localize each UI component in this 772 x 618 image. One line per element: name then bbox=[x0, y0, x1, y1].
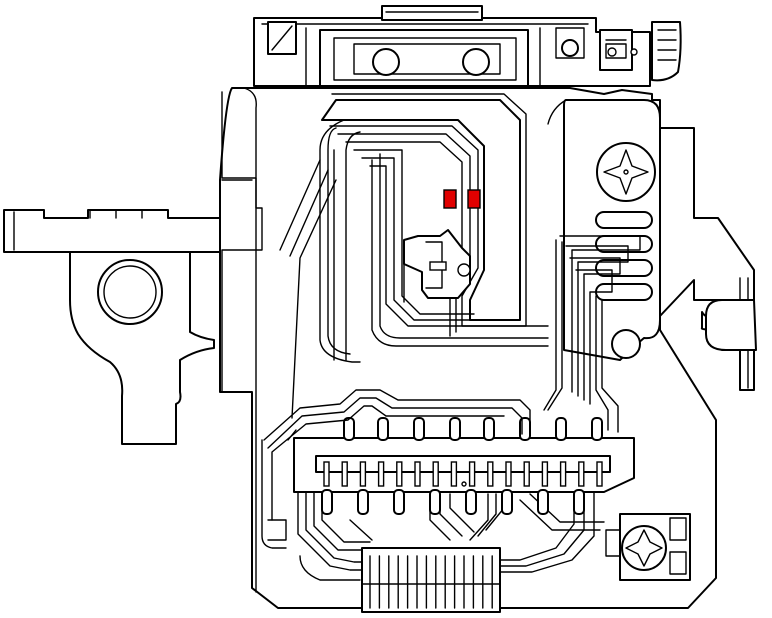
connector-pin bbox=[323, 461, 330, 487]
connector-lower-stubs bbox=[321, 489, 585, 515]
connector-pin bbox=[396, 461, 403, 487]
connector-pin bbox=[414, 461, 421, 487]
connector-pin bbox=[468, 461, 476, 487]
bottom-flat-connector bbox=[361, 547, 501, 613]
connector-pin bbox=[487, 461, 494, 487]
connector-pin bbox=[432, 461, 439, 487]
lower-stub bbox=[393, 489, 405, 515]
connector-pin bbox=[341, 461, 348, 487]
flex-circuit-upper bbox=[279, 93, 549, 419]
photo-sensor bbox=[403, 229, 471, 303]
lower-stub bbox=[465, 489, 477, 515]
lower-stub bbox=[321, 489, 333, 515]
guide-shaft-bay bbox=[547, 99, 661, 361]
red-marker-left bbox=[443, 189, 457, 209]
top-housing-hole-small bbox=[561, 39, 638, 57]
connector-pin bbox=[578, 461, 585, 487]
upper-stub bbox=[449, 417, 461, 441]
connector-upper-stubs bbox=[343, 417, 603, 441]
top-housing-hole-left bbox=[372, 48, 400, 76]
red-markers bbox=[443, 189, 481, 209]
lower-stub bbox=[501, 489, 513, 515]
guide-hole bbox=[611, 329, 641, 359]
mounting-screw-top bbox=[596, 142, 656, 202]
spring-slots bbox=[595, 211, 653, 301]
bottom-connector-pins bbox=[369, 555, 493, 609]
connector-pin bbox=[450, 461, 458, 487]
right-side-plate bbox=[659, 127, 757, 391]
connector-pin bbox=[559, 461, 567, 487]
flex-connector bbox=[293, 437, 635, 493]
lower-stub bbox=[357, 489, 369, 515]
connector-pin bbox=[596, 461, 603, 487]
top-housing bbox=[253, 5, 682, 87]
upper-stub bbox=[483, 417, 495, 441]
connector-pin bbox=[377, 461, 385, 487]
connector-pin bbox=[541, 461, 549, 487]
connector-pin bbox=[523, 461, 530, 487]
flex-circuit-right bbox=[543, 235, 641, 433]
upper-stub bbox=[343, 417, 355, 441]
upper-stub bbox=[413, 417, 425, 441]
left-mounting-bracket bbox=[3, 209, 253, 445]
connector-pin bbox=[505, 461, 512, 487]
upper-stub bbox=[377, 417, 389, 441]
connector-pin bbox=[359, 461, 367, 487]
connector-pins bbox=[323, 461, 603, 487]
top-housing-hole-right bbox=[462, 48, 490, 76]
red-marker-right bbox=[467, 189, 481, 209]
mounting-screw-bottom bbox=[605, 513, 691, 581]
left-bracket-hole bbox=[97, 259, 163, 325]
upper-stub bbox=[555, 417, 567, 441]
upper-stub bbox=[591, 417, 603, 441]
lower-stub bbox=[573, 489, 585, 515]
lower-stub bbox=[429, 489, 441, 515]
lower-stub bbox=[537, 489, 549, 515]
